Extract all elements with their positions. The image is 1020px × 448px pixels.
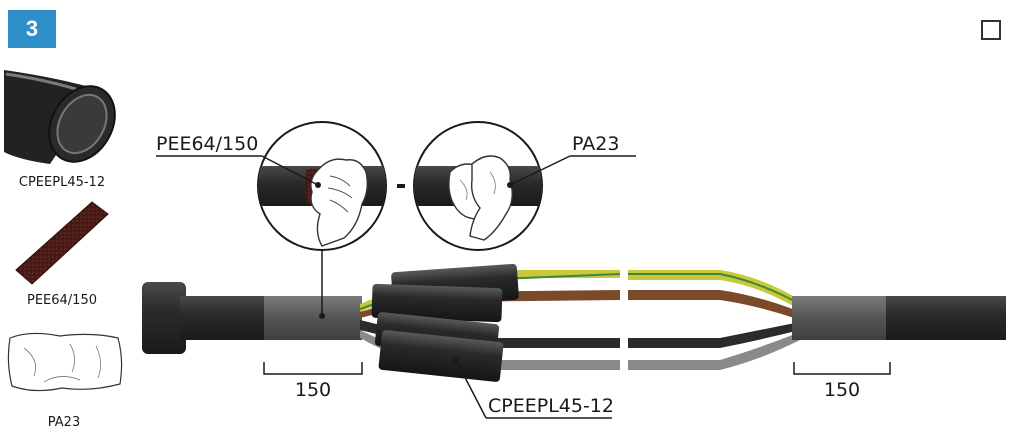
callout-label-abrasive: PEE64/150 bbox=[156, 133, 258, 155]
left-cable bbox=[142, 282, 362, 354]
magnify-cloth-circle bbox=[413, 121, 543, 251]
magnify-abrasive-circle bbox=[257, 121, 387, 251]
heat-shrink-tube-icon bbox=[4, 70, 116, 164]
callout-label-tube: CPEEPL45-12 bbox=[488, 395, 614, 417]
dimension-label-left: 150 bbox=[295, 379, 331, 401]
dimension-right bbox=[793, 362, 891, 375]
dimension-left bbox=[263, 362, 363, 375]
material-label-cloth: PA23 bbox=[48, 415, 80, 430]
step-number-badge: 3 bbox=[8, 10, 56, 48]
material-label-abrasive: PEE64/150 bbox=[27, 293, 97, 308]
right-cable bbox=[792, 296, 1006, 340]
right-cores bbox=[628, 270, 801, 370]
callout-abrasive bbox=[156, 155, 321, 188]
callout-tube bbox=[453, 357, 612, 419]
dimension-label-right: 150 bbox=[824, 379, 860, 401]
abrasive-strip-icon bbox=[15, 201, 109, 285]
connector-line bbox=[319, 250, 325, 319]
material-label-tube: CPEEPL45-12 bbox=[19, 175, 105, 190]
left-sleeve bbox=[264, 296, 362, 340]
cleaning-cloth-icon bbox=[7, 332, 123, 392]
right-sleeve bbox=[792, 296, 890, 340]
step-done-checkbox[interactable] bbox=[981, 20, 1001, 40]
heat-shrink-tubes bbox=[371, 263, 519, 382]
dash-separator bbox=[397, 184, 405, 188]
callout-cloth bbox=[507, 155, 636, 188]
callout-label-cloth: PA23 bbox=[572, 133, 619, 155]
